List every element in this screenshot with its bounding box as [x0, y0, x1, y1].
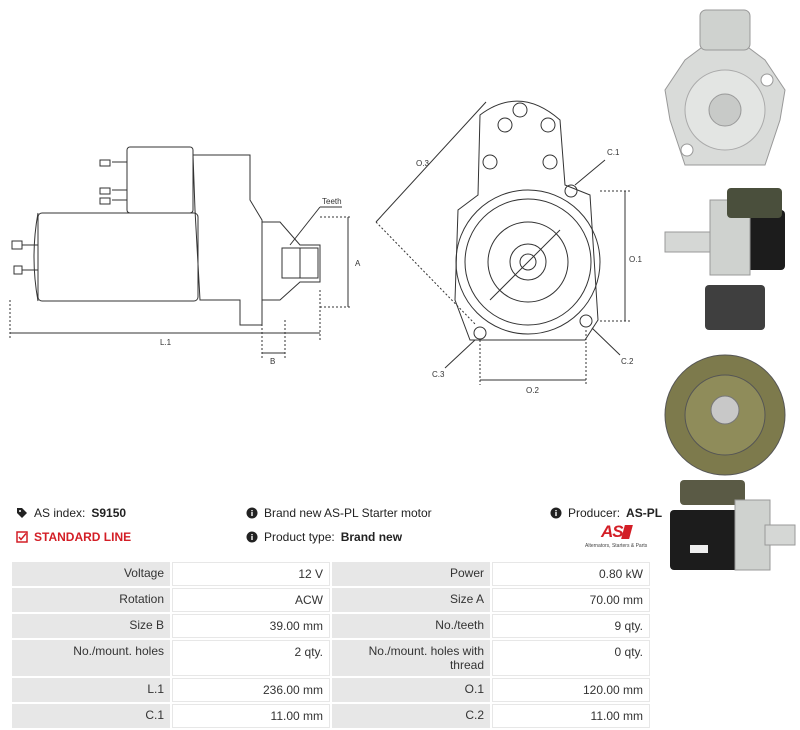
spec-label: No./mount. holes	[12, 640, 170, 676]
info-icon	[246, 507, 258, 519]
spec-label: No./mount. holes with thread	[332, 640, 490, 676]
spec-label: Size B	[12, 614, 170, 638]
spec-label: Power	[332, 562, 490, 586]
table-row: No./mount. holes 2 qty. No./mount. holes…	[12, 640, 650, 676]
spec-label: No./teeth	[332, 614, 490, 638]
product-photo-side	[664, 188, 785, 276]
spec-value: 120.00 mm	[492, 678, 650, 702]
tag-icon	[16, 507, 28, 519]
description-text: Brand new AS-PL Starter motor	[264, 506, 432, 520]
table-row: Rotation ACW Size A 70.00 mm	[12, 588, 650, 612]
spec-label: Voltage	[12, 562, 170, 586]
spec-label: Rotation	[12, 588, 170, 612]
product-photo-side-2	[670, 480, 796, 571]
table-row: Size B 39.00 mm No./teeth 9 qty.	[12, 614, 650, 638]
table-row: L.1 236.00 mm O.1 120.00 mm	[12, 678, 650, 702]
spec-value: ACW	[172, 588, 330, 612]
description: Brand new AS-PL Starter motor	[246, 506, 432, 520]
table-row: C.1 11.00 mm C.2 11.00 mm	[12, 704, 650, 728]
spec-value: 11.00 mm	[492, 704, 650, 728]
product-meta: AS index: S9150 STANDARD LINE Brand new …	[0, 500, 662, 560]
as-index-value: S9150	[91, 506, 127, 520]
producer: Producer: AS-PL	[550, 506, 662, 520]
spec-label: C.2	[332, 704, 490, 728]
label-c3: C.3	[432, 370, 445, 379]
spec-label: O.1	[332, 678, 490, 702]
info-icon	[246, 531, 258, 543]
spec-value: 11.00 mm	[172, 704, 330, 728]
spec-value: 70.00 mm	[492, 588, 650, 612]
label-c2: C.2	[621, 357, 634, 366]
standard-line-label: STANDARD LINE	[34, 530, 132, 544]
technical-drawing: Teeth A B L.1 O.1 O.2 O.3 C.1 C.2 C.3	[9, 100, 642, 395]
spec-label: L.1	[12, 678, 170, 702]
label-o2: O.2	[526, 386, 539, 395]
producer-value: AS-PL	[626, 506, 663, 520]
product-photo-rear	[664, 285, 786, 476]
label-a: A	[355, 259, 361, 268]
spec-value: 12 V	[172, 562, 330, 586]
label-b: B	[270, 357, 275, 366]
logo-text: AS	[601, 522, 624, 541]
spec-value: 2 qty.	[172, 640, 330, 676]
spec-value: 236.00 mm	[172, 678, 330, 702]
as-pl-logo: AS Alternators, Starters & Parts	[585, 522, 653, 552]
product-type-value: Brand new	[340, 530, 403, 544]
label-o3: O.3	[416, 159, 429, 168]
producer-label: Producer:	[568, 506, 621, 520]
check-square-icon	[16, 531, 28, 543]
spec-value: 9 qty.	[492, 614, 650, 638]
label-l1: L.1	[160, 338, 172, 347]
standard-line: STANDARD LINE	[16, 530, 131, 544]
table-row: Voltage 12 V Power 0.80 kW	[12, 562, 650, 586]
spec-value: 0.80 kW	[492, 562, 650, 586]
product-photo-front	[664, 9, 786, 166]
label-o1: O.1	[629, 255, 642, 264]
product-photos	[664, 9, 796, 571]
as-index-label: AS index:	[34, 506, 86, 520]
spec-value: 0 qty.	[492, 640, 650, 676]
label-teeth: Teeth	[322, 197, 342, 206]
spec-value: 39.00 mm	[172, 614, 330, 638]
as-index: AS index: S9150	[16, 506, 126, 520]
label-c1: C.1	[607, 148, 620, 157]
product-type: Product type: Brand new	[246, 530, 402, 544]
spec-table: Voltage 12 V Power 0.80 kW Rotation ACW …	[10, 560, 652, 730]
info-icon	[550, 507, 562, 519]
spec-label: Size A	[332, 588, 490, 612]
logo-tagline: Alternators, Starters & Parts	[585, 543, 648, 549]
spec-label: C.1	[12, 704, 170, 728]
product-type-label: Product type:	[264, 530, 335, 544]
